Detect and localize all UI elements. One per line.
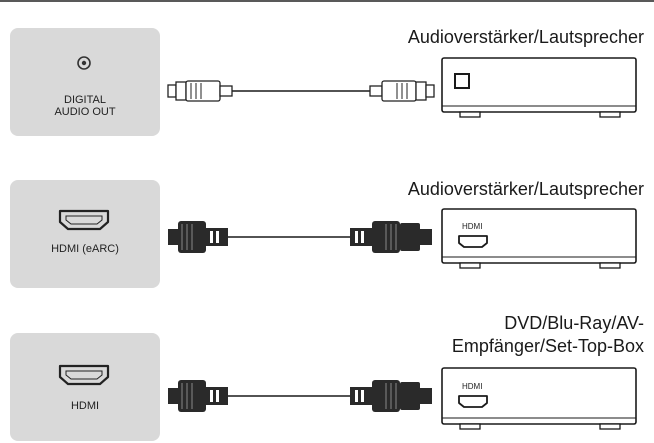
port-label-line: AUDIO OUT [54,106,116,118]
device-title-line: DVD/Blu-Ray/AV- [504,313,644,333]
device-title-player: DVD/Blu-Ray/AV- Empfänger/Set-Top-Box [452,312,644,358]
tv-port-panel-hdmi [10,333,160,441]
hdmi-plug-right [350,221,432,253]
device-title-amplifier-hdmi: Audioverstärker/Lautsprecher [408,178,644,201]
hdmi-cable [168,221,432,253]
device-title-line: Audioverstärker/Lautsprecher [407,179,644,199]
device-title-line: Audioverstärker/Lautsprecher [407,27,644,47]
port-label-line: DIGITAL [64,94,106,106]
port-label-hdmi: HDMI [10,400,160,412]
device-port-label-hdmi: HDMI [462,222,483,231]
optical-cable [167,80,435,102]
port-label-digital-audio-out: DIGITAL AUDIO OUT [10,94,160,118]
hdmi-cable [168,380,432,412]
hdmi-port-icon [58,364,110,386]
tv-port-panel-hdmi-earc [10,180,160,288]
hdmi-plug-right [350,380,432,412]
hdmi-plug-left [168,221,228,253]
device-box-amplifier-optical [441,57,637,118]
hdmi-port-icon [458,235,488,248]
device-title-line: Empfänger/Set-Top-Box [451,336,644,356]
optical-input-icon [454,73,470,89]
device-box-amplifier-hdmi [441,208,637,269]
device-port-label-hdmi: HDMI [462,382,483,391]
hdmi-port-icon [58,209,110,231]
device-title-amplifier-optical: Audioverstärker/Lautsprecher [408,26,644,49]
port-label-line: HDMI (eARC) [51,243,119,255]
optical-jack-icon [77,56,91,70]
hdmi-plug-left [168,380,228,412]
port-label-hdmi-earc: HDMI (eARC) [10,243,160,255]
hdmi-port-icon [458,395,488,408]
optical-plug-left [167,80,233,102]
tv-port-panel-optical [10,28,160,136]
optical-plug-right [369,80,435,102]
device-box-player [441,367,637,430]
port-label-line: HDMI [70,400,100,412]
